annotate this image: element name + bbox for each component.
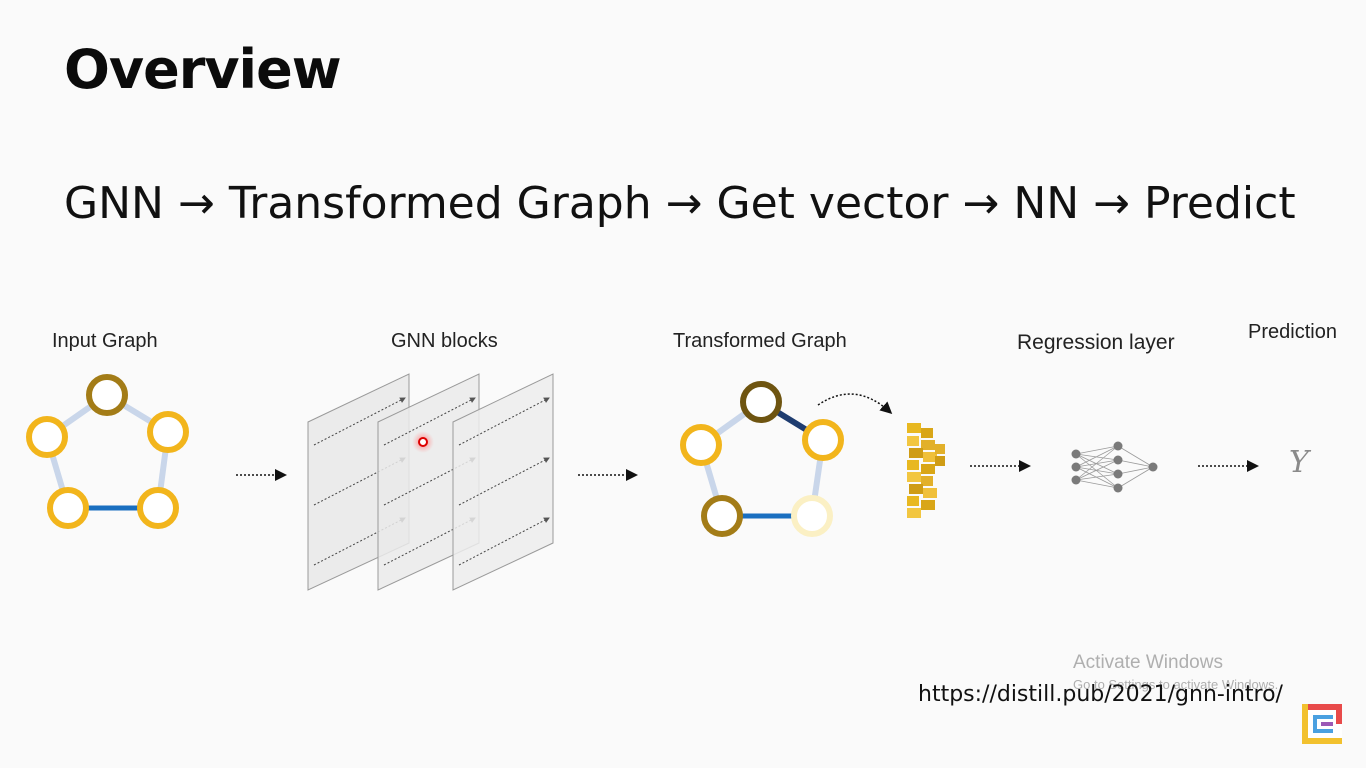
arrow-right-icon: → xyxy=(665,178,703,229)
activate-windows-title: Activate Windows xyxy=(1073,652,1223,673)
graph-node xyxy=(26,416,68,458)
arrow-right-icon: → xyxy=(1093,178,1131,229)
channel-logo-icon xyxy=(1302,704,1342,744)
neural-network-icon xyxy=(1071,441,1158,493)
cursor-highlight xyxy=(412,431,434,453)
graph-node xyxy=(86,374,128,416)
graph-node xyxy=(701,495,743,537)
graph-node xyxy=(47,487,89,529)
graph-node xyxy=(137,487,179,529)
pipeline-step-transformed-graph: Transformed Graph xyxy=(228,178,652,229)
input-graph xyxy=(26,374,189,529)
slide-title: Overview xyxy=(64,38,342,101)
pipeline-text: GNN → Transformed Graph → Get vector → NN → Pred… xyxy=(64,178,1296,229)
input-graph-label: Input Graph xyxy=(52,330,158,352)
curved-arrow-icon xyxy=(817,393,893,415)
graph-node xyxy=(791,495,833,537)
vector-stack-icon xyxy=(907,423,945,518)
gnn-blocks xyxy=(307,373,554,591)
transformed-graph xyxy=(680,381,844,537)
graph-node xyxy=(680,424,722,466)
pipeline-step-gnn: GNN xyxy=(64,178,164,229)
regression-layer-label: Regression layer xyxy=(1017,331,1175,354)
pipeline-step-get-vector: Get vector xyxy=(716,178,949,229)
gnn-blocks-label: GNN blocks xyxy=(391,330,498,352)
activate-windows-subtitle: Go to Settings to activate Windows. xyxy=(1073,677,1279,692)
graph-node xyxy=(740,381,782,423)
arrow-right-icon: → xyxy=(177,178,215,229)
pipeline-step-nn: NN xyxy=(1013,178,1080,229)
transformed-graph-label: Transformed Graph xyxy=(673,330,847,352)
arrow-right-icon: → xyxy=(962,178,1000,229)
source-url[interactable]: https://distill.pub/2021/gnn-intro/ xyxy=(918,682,1283,707)
graph-node xyxy=(147,411,189,453)
prediction-symbol: Y xyxy=(1289,445,1309,480)
graph-node xyxy=(802,419,844,461)
prediction-label: Prediction xyxy=(1248,321,1337,343)
pipeline-step-predict: Predict xyxy=(1144,178,1296,229)
